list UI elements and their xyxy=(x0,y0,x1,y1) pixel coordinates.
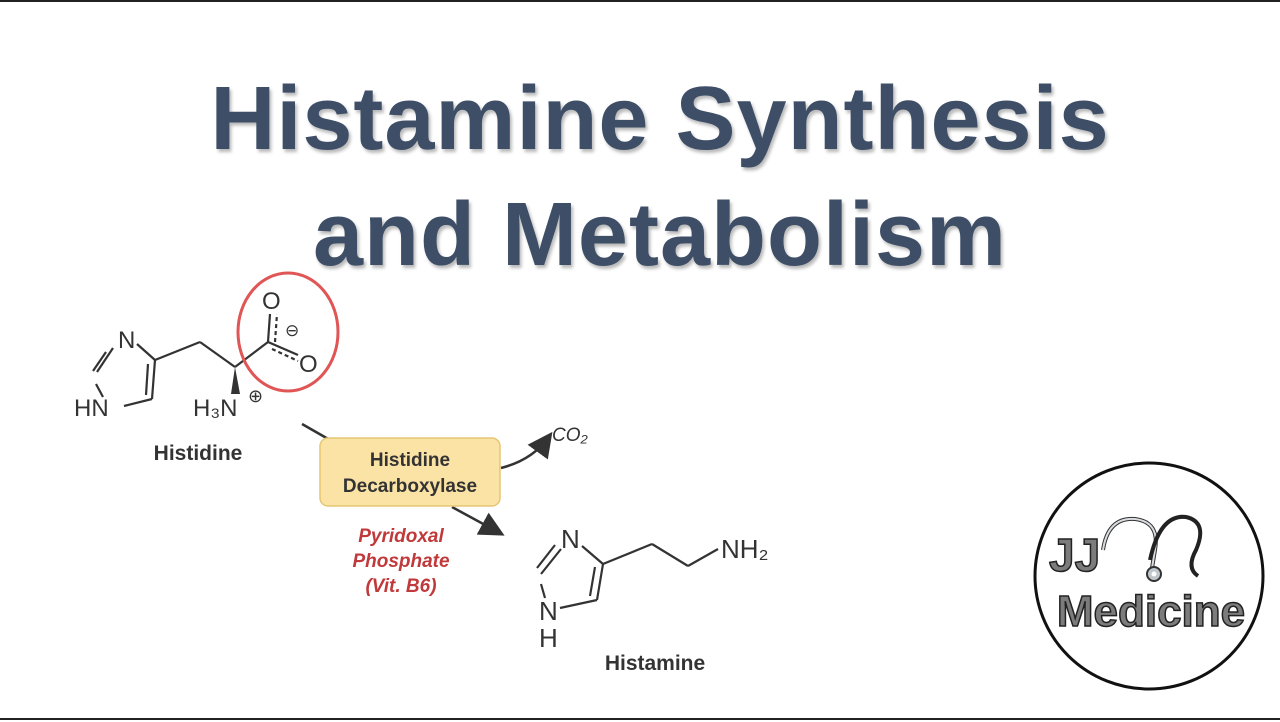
enzyme-label-line1: Histidine xyxy=(370,450,450,471)
reaction-arrow-in xyxy=(301,422,331,442)
histamine-ring-nh-n: N xyxy=(539,596,558,626)
histidine-structure xyxy=(92,313,299,408)
title-line-1: Histamine Synthesis xyxy=(210,69,1110,169)
histamine-amine: NH₂ xyxy=(721,534,769,564)
carboxyl-oxygen-right: O xyxy=(299,351,318,378)
co2-label: CO₂ xyxy=(552,425,589,446)
histidine-ring-hn: HN xyxy=(74,395,109,422)
positive-charge-icon: ⊕ xyxy=(248,386,263,406)
histidine-amine: H₃N xyxy=(193,395,237,422)
reaction-arrow-out xyxy=(451,505,505,536)
stethoscope-icon xyxy=(1101,514,1203,582)
carboxyl-oxygen-top: O xyxy=(262,288,281,315)
title-line-2: and Metabolism xyxy=(312,185,1008,285)
jj-medicine-logo: JJ Medicine xyxy=(1033,461,1265,691)
histidine-label: Histidine xyxy=(154,442,243,465)
negative-charge-icon: ⊖ xyxy=(285,321,299,340)
histidine-ring-n: N xyxy=(118,327,135,354)
histamine-label: Histamine xyxy=(605,652,705,675)
wedge-bond xyxy=(231,367,240,394)
co2-release-arrow xyxy=(500,431,553,470)
histamine-ring-n: N xyxy=(561,524,580,554)
enzyme-box xyxy=(319,437,501,507)
histamine-structure xyxy=(536,542,719,610)
enzyme-label-line2: Decarboxylase xyxy=(343,476,477,497)
logo-medicine: Medicine xyxy=(1057,587,1245,636)
cofactor-line3: (Vit. B6) xyxy=(365,576,436,597)
histamine-ring-nh-h: H xyxy=(539,623,558,653)
cofactor-line2: Phosphate xyxy=(352,551,450,572)
carboxyl-highlight-circle xyxy=(236,271,340,393)
cofactor-line1: Pyridoxal xyxy=(358,526,444,547)
logo-jj: JJ xyxy=(1049,529,1100,581)
